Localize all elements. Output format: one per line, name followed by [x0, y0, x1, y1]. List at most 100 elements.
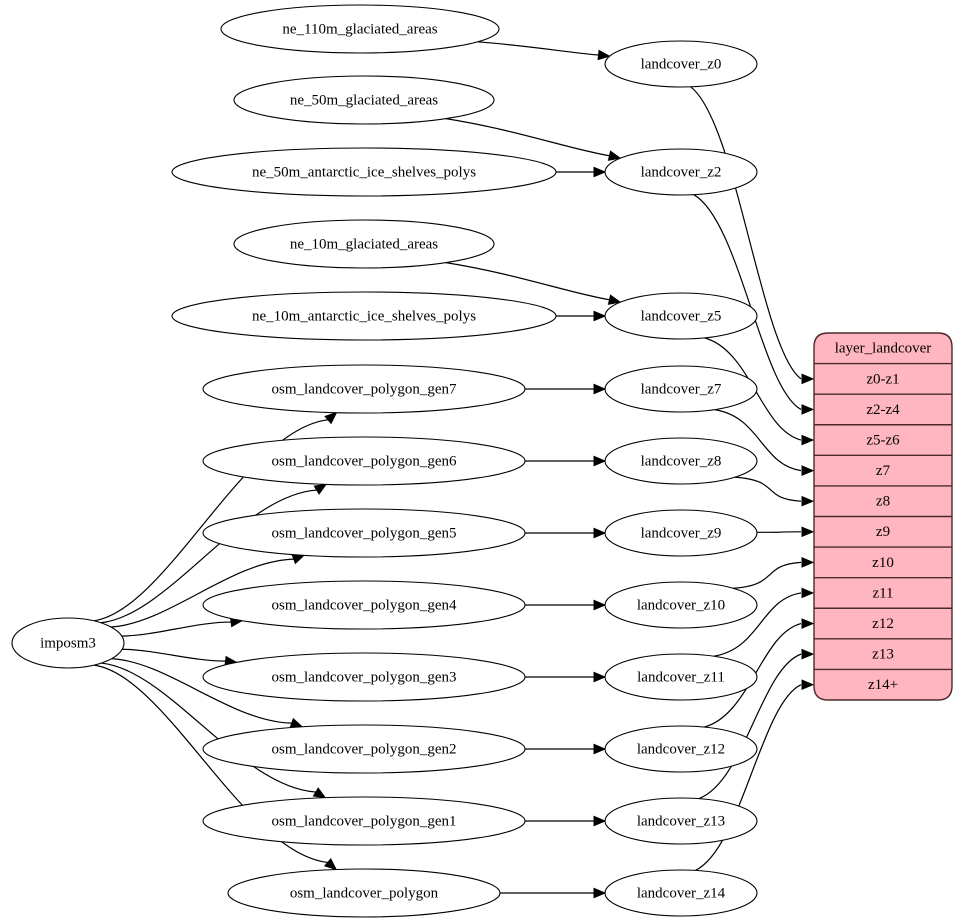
graph-node-osm_landcover_polygon_gen3[interactable]: osm_landcover_polygon_gen3: [202, 652, 526, 702]
layer-node-ellipse: [604, 148, 758, 196]
record-row-label: z11: [872, 585, 893, 601]
layer-node-ellipse: [604, 581, 758, 629]
graph-node-ne_50m_antarctic_ice_shelves_polys[interactable]: ne_50m_antarctic_ice_shelves_polys: [171, 147, 557, 197]
node-label: landcover_z11: [637, 669, 725, 685]
edge-path: [111, 658, 292, 724]
edge-imposm3-to-osm_landcover_polygon_gen3: [122, 648, 238, 667]
edge-arrowhead: [313, 483, 328, 495]
record-node-layer: layer_landcoverz0-z1z2-z4z5-z6z7z8z9z10z…: [813, 332, 953, 701]
node-label: imposm3: [40, 635, 96, 651]
graph-node-landcover_z12[interactable]: landcover_z12: [604, 725, 758, 773]
node-label: landcover_z12: [637, 741, 725, 757]
graph-node-osm_landcover_polygon_gen7[interactable]: osm_landcover_polygon_gen7: [202, 364, 526, 414]
source-node-ellipse: [171, 147, 557, 197]
graph-node-landcover_z7[interactable]: landcover_z7: [604, 365, 758, 413]
graph-node-ne_110m_glaciated_areas[interactable]: ne_110m_glaciated_areas: [220, 4, 500, 54]
graph-node-osm_landcover_polygon_gen1[interactable]: osm_landcover_polygon_gen1: [202, 796, 526, 846]
graph-node-landcover_z9[interactable]: landcover_z9: [604, 509, 758, 557]
graph-node-osm_landcover_polygon_gen2[interactable]: osm_landcover_polygon_gen2: [202, 724, 526, 774]
edge-arrowhead: [801, 465, 815, 476]
edge-path: [695, 684, 802, 871]
edge-arrowhead: [593, 310, 607, 322]
graph-node-landcover_z10[interactable]: landcover_z10: [604, 581, 758, 629]
edge-arrowhead: [801, 373, 815, 385]
edge-osm_landcover_polygon_gen1-to-landcover_z13: [525, 815, 607, 827]
graph-node-landcover_z14[interactable]: landcover_z14: [604, 869, 758, 917]
layer-node-ellipse: [604, 509, 758, 557]
layer-node-ellipse: [604, 869, 758, 917]
node-label: landcover_z13: [637, 813, 725, 829]
edge-arrowhead: [593, 383, 607, 395]
record-row-label: z8: [876, 494, 890, 510]
graph-node-landcover_z0[interactable]: landcover_z0: [604, 40, 758, 88]
layer-node-ellipse: [604, 437, 758, 485]
edge-landcover_z14-to-z14+: [695, 679, 815, 871]
node-label: osm_landcover_polygon_gen2: [272, 741, 457, 757]
layer-node-ellipse: [604, 653, 758, 701]
graph-node-landcover_z8[interactable]: landcover_z8: [604, 437, 758, 485]
source-node-ellipse: [202, 652, 526, 702]
edge-ne_10m_antarctic_ice_shelves_polys-to-landcover_z5: [556, 310, 607, 322]
edge-ne_110m_glaciated_areas-to-landcover_z0: [477, 41, 611, 61]
graph-node-ne_10m_glaciated_areas[interactable]: ne_10m_glaciated_areas: [233, 219, 495, 269]
record-row-label: z5-z6: [866, 432, 900, 448]
graph-node-landcover_z2[interactable]: landcover_z2: [604, 148, 758, 196]
edge-arrowhead: [607, 294, 622, 305]
node-label: osm_landcover_polygon_gen1: [272, 813, 457, 829]
edge-ne_10m_glaciated_areas-to-landcover_z5: [445, 262, 622, 305]
edge-osm_landcover_polygon-to-landcover_z14: [500, 887, 607, 899]
edge-path: [111, 558, 294, 628]
graph-node-landcover_z13[interactable]: landcover_z13: [604, 797, 758, 845]
edge-landcover_z13-to-z13: [698, 648, 815, 800]
graph-node-ne_50m_glaciated_areas[interactable]: ne_50m_glaciated_areas: [233, 75, 495, 125]
edge-arrowhead: [324, 411, 338, 425]
graph-node-landcover_z11[interactable]: landcover_z11: [604, 653, 758, 701]
edge-arrowhead: [593, 527, 607, 539]
edge-path: [714, 409, 802, 472]
edge-arrowhead: [312, 787, 327, 799]
edge-imposm3-to-osm_landcover_polygon_gen7: [93, 411, 338, 622]
node-label: landcover_z9: [641, 525, 722, 541]
source-node-ellipse: [233, 75, 495, 125]
edge-path: [94, 664, 328, 864]
layer-node-ellipse: [604, 797, 758, 845]
graph-node-ne_10m_antarctic_ice_shelves_polys[interactable]: ne_10m_antarctic_ice_shelves_polys: [171, 291, 557, 341]
edge-path: [100, 489, 317, 624]
edge-arrowhead: [593, 815, 607, 827]
edge-osm_landcover_polygon_gen2-to-landcover_z12: [525, 743, 607, 755]
layer-node-ellipse: [604, 725, 758, 773]
graph-node-imposm3[interactable]: imposm3: [11, 617, 125, 669]
edge-imposm3-to-osm_landcover_polygon_gen5: [111, 554, 306, 628]
edge-imposm3-to-osm_landcover_polygon_gen1: [101, 662, 327, 799]
edge-landcover_z8-to-z8: [734, 476, 815, 507]
node-label: landcover_z10: [637, 597, 725, 613]
edge-arrowhead: [593, 887, 607, 899]
source-node-ellipse: [227, 868, 501, 918]
record-row-label: z13: [872, 647, 894, 663]
graph-node-osm_landcover_polygon_gen5[interactable]: osm_landcover_polygon_gen5: [202, 508, 526, 558]
edge-path: [445, 262, 610, 301]
edge-ne_50m_antarctic_ice_shelves_polys-to-landcover_z2: [556, 166, 607, 178]
layer-node-ellipse: [604, 292, 758, 340]
edge-arrowhead: [289, 717, 304, 729]
record-row-label: z0-z1: [866, 371, 899, 387]
edge-landcover_z11-to-z11: [713, 587, 815, 657]
node-label: landcover_z0: [641, 56, 722, 72]
edge-arrowhead: [291, 554, 306, 565]
edge-osm_landcover_polygon_gen7-to-landcover_z7: [525, 383, 607, 395]
edge-arrowhead: [801, 404, 815, 415]
edge-arrowhead: [801, 679, 815, 691]
graph-node-osm_landcover_polygon_gen6[interactable]: osm_landcover_polygon_gen6: [202, 436, 526, 486]
graph-node-osm_landcover_polygon[interactable]: osm_landcover_polygon: [227, 868, 501, 918]
graph-node-osm_landcover_polygon_gen4[interactable]: osm_landcover_polygon_gen4: [202, 580, 526, 630]
edge-path: [477, 41, 599, 56]
edge-arrowhead: [593, 671, 607, 683]
node-label: osm_landcover_polygon_gen6: [272, 453, 457, 469]
layer-node-ellipse: [604, 40, 758, 88]
graph-node-landcover_z5[interactable]: landcover_z5: [604, 292, 758, 340]
source-node-ellipse: [202, 364, 526, 414]
edge-arrowhead: [593, 599, 607, 611]
node-label: ne_50m_glaciated_areas: [290, 92, 438, 108]
